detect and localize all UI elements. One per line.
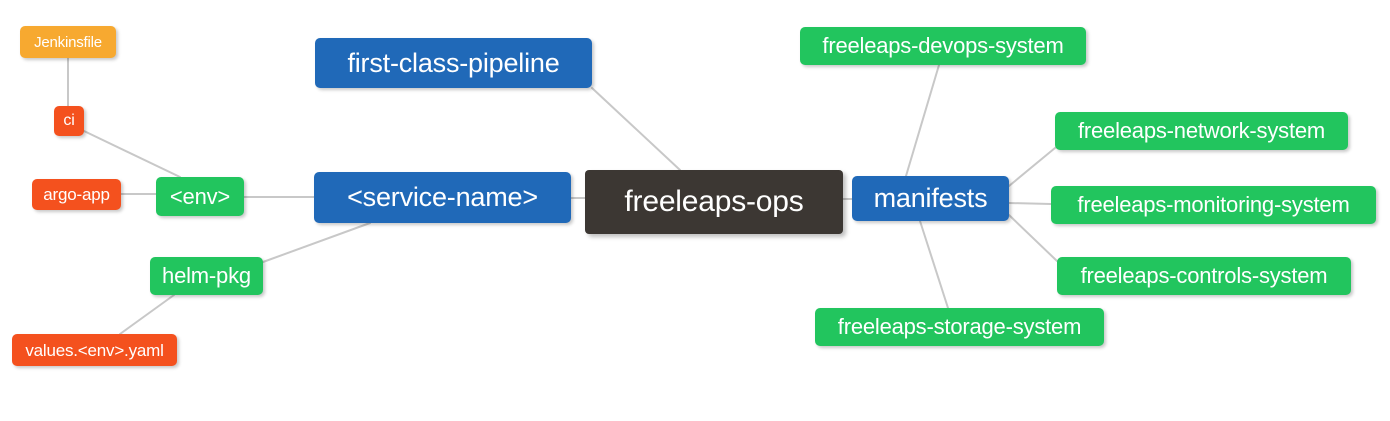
- mindmap-node-helm-pkg[interactable]: helm-pkg: [150, 257, 263, 295]
- mindmap-node-freeleaps-storage-system[interactable]: freeleaps-storage-system: [815, 308, 1104, 346]
- mindmap-node-freeleaps-controls-system[interactable]: freeleaps-controls-system: [1057, 257, 1351, 295]
- mindmap-node-jenkinsfile[interactable]: Jenkinsfile: [20, 26, 116, 58]
- edge-freeleaps-monitoring-system-to-manifests: [1008, 202, 1052, 205]
- mindmap-node-service-name[interactable]: <service-name>: [314, 172, 571, 223]
- mindmap-node-argo-app[interactable]: argo-app: [32, 179, 121, 210]
- mindmap-node-freeleaps-ops[interactable]: freeleaps-ops: [585, 170, 843, 234]
- edge-freeleaps-devops-system-to-manifests: [905, 64, 940, 177]
- edge-values-env-yaml-to-helm-pkg: [119, 294, 175, 335]
- mindmap-node-first-class-pipeline[interactable]: first-class-pipeline: [315, 38, 592, 88]
- mindmap-node-ci[interactable]: ci: [54, 106, 84, 136]
- mindmap-node-freeleaps-network-system[interactable]: freeleaps-network-system: [1055, 112, 1348, 150]
- mindmap-node-manifests[interactable]: manifests: [852, 176, 1009, 221]
- mindmap-node-env[interactable]: <env>: [156, 177, 244, 216]
- mindmap-node-values-env-yaml[interactable]: values.<env>.yaml: [12, 334, 177, 366]
- edge-ci-to-env: [83, 130, 181, 178]
- edge-freeleaps-network-system-to-manifests: [1008, 147, 1056, 187]
- mindmap-node-freeleaps-monitoring-system[interactable]: freeleaps-monitoring-system: [1051, 186, 1376, 224]
- edge-freeleaps-controls-system-to-manifests: [1008, 214, 1058, 262]
- edge-helm-pkg-to-service-name: [262, 222, 371, 263]
- edge-first-class-pipeline-to-freeleaps-ops: [591, 87, 681, 171]
- edge-freeleaps-storage-system-to-manifests: [919, 220, 949, 309]
- mindmap-node-freeleaps-devops-system[interactable]: freeleaps-devops-system: [800, 27, 1086, 65]
